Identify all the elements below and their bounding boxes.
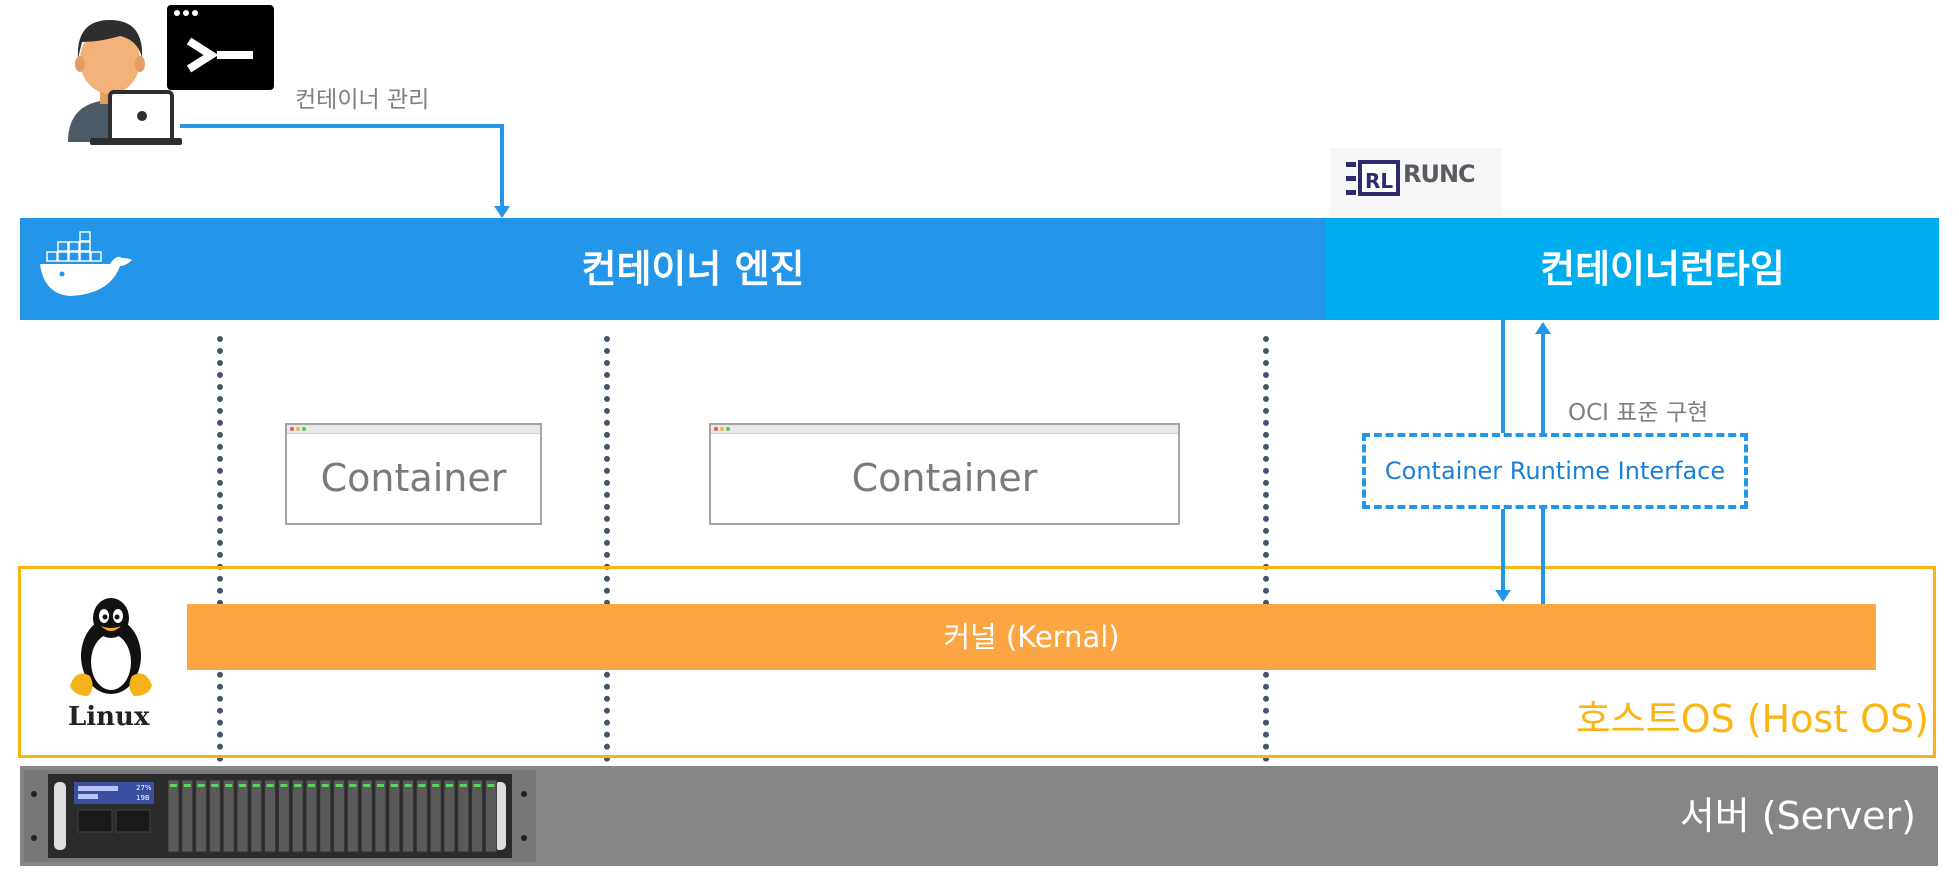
maximize-dot-icon — [302, 427, 306, 431]
drive-led — [487, 784, 495, 787]
container-runtime-bar: 컨테이너런타임 — [1326, 218, 1939, 320]
drive-led — [446, 784, 453, 787]
drive-bay — [429, 779, 442, 853]
window-titlebar — [711, 425, 1178, 434]
drive-bay — [319, 779, 332, 853]
drive-led — [225, 784, 233, 787]
container-engine-title: 컨테이너 엔진 — [581, 247, 805, 291]
container-box-2: Container — [709, 423, 1180, 525]
user-laptop-icon — [68, 20, 182, 145]
terminal-icon — [167, 5, 274, 90]
linux-label: Linux — [68, 702, 150, 732]
kernel-bar: 커널 (Kernal) — [187, 604, 1876, 670]
drive-bay — [167, 779, 180, 853]
drive-bay — [222, 779, 235, 853]
drive-bay — [402, 779, 415, 853]
svg-text:RL: RL — [1365, 169, 1393, 193]
drive-led — [211, 784, 219, 787]
drive-bay — [195, 779, 208, 853]
drive-led — [239, 784, 246, 787]
drive-led — [363, 784, 371, 787]
drive-bay — [264, 779, 277, 853]
docker-whale-icon — [40, 231, 132, 296]
drive-led — [321, 784, 329, 787]
server-display-bottom: 19B — [136, 794, 150, 802]
minimize-dot-icon — [720, 427, 724, 431]
drive-led — [418, 784, 426, 787]
drive-bay — [346, 779, 359, 853]
drive-bay — [471, 779, 484, 853]
drive-bay — [333, 779, 346, 853]
runc-label: RUNC — [1403, 160, 1476, 188]
host-os-box — [18, 566, 1936, 758]
divider-1 — [217, 336, 223, 762]
drive-bay — [236, 779, 249, 853]
drive-bay — [291, 779, 304, 853]
window-titlebar — [287, 425, 540, 434]
container-label: Container — [320, 456, 507, 500]
drive-led — [459, 784, 467, 787]
drive-bay — [250, 779, 263, 853]
drive-led — [266, 784, 274, 787]
drive-led — [183, 784, 191, 787]
close-dot-icon — [714, 427, 718, 431]
server-label: 서버 (Server) — [1679, 794, 1916, 838]
drive-bay — [360, 779, 373, 853]
drive-led — [335, 784, 343, 787]
server-display-top: 27% — [136, 784, 152, 792]
drive-led — [280, 784, 288, 787]
maximize-dot-icon — [726, 427, 730, 431]
drive-led — [197, 784, 205, 787]
drive-led — [377, 784, 384, 787]
container-engine-bar: 컨테이너 엔진 — [20, 218, 1326, 320]
drive-bay — [484, 779, 497, 853]
drive-led — [432, 784, 440, 787]
drive-bay — [457, 779, 470, 853]
drive-led — [252, 784, 260, 787]
drive-led — [390, 784, 398, 787]
drive-led — [404, 784, 412, 787]
container-label: Container — [851, 456, 1038, 500]
cri-box: Container Runtime Interface — [1362, 433, 1748, 509]
divider-3 — [1263, 336, 1269, 762]
drive-bay — [277, 779, 290, 853]
container-box-1: Container — [285, 423, 542, 525]
server-rack-icon: 27% 19B — [24, 770, 536, 862]
oci-label: OCI 표준 구현 — [1568, 400, 1709, 426]
drive-bay — [374, 779, 387, 853]
drive-bay — [443, 779, 456, 853]
drive-bay — [305, 779, 318, 853]
drive-led — [473, 784, 481, 787]
drive-led — [308, 784, 315, 787]
minimize-dot-icon — [296, 427, 300, 431]
runc-logo-icon: RL — [1346, 160, 1400, 196]
drive-bay — [208, 779, 221, 853]
close-dot-icon — [290, 427, 294, 431]
drive-bay — [388, 779, 401, 853]
drive-bay — [415, 779, 428, 853]
host-os-label: 호스트OS (Host OS) — [1575, 697, 1929, 741]
drive-led — [294, 784, 302, 787]
drive-led — [349, 784, 357, 787]
manage-label: 컨테이너 관리 — [295, 87, 430, 113]
drive-bay — [181, 779, 194, 853]
linux-tux-icon — [70, 598, 152, 696]
divider-2 — [604, 336, 610, 762]
container-runtime-title: 컨테이너런타임 — [1540, 247, 1785, 291]
drive-led — [170, 784, 177, 787]
